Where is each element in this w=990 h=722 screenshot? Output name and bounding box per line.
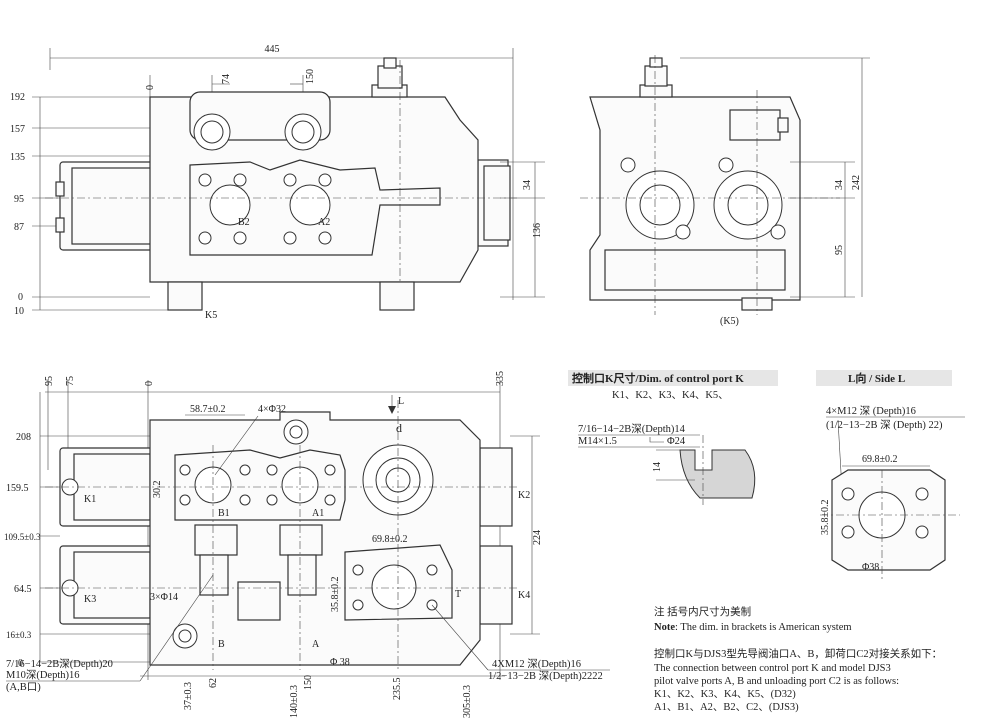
control-port-spotface: Φ24 — [667, 436, 686, 447]
k5-label: K5 — [205, 310, 217, 321]
dim-140: 140±0.3 — [289, 685, 300, 718]
t-label: T — [455, 589, 461, 600]
note-line-5: K1、K2、K3、K4、K5、(D32) — [654, 689, 796, 700]
k5-paren-label: (K5) — [720, 316, 739, 327]
dim-242: 242 — [851, 175, 862, 190]
holes-4x32: 4×Φ32 — [258, 404, 286, 415]
note-line-4: pilot valve ports A, B and unloading por… — [654, 676, 899, 687]
dim-157: 157 — [10, 124, 25, 135]
center-pitch: 69.8±0.2 — [372, 534, 408, 545]
side-l-side-pitch: 35.8±0.2 — [820, 500, 831, 536]
dim-150-b: 150 — [303, 675, 314, 690]
dim-34-r: 34 — [834, 180, 845, 190]
side-l-title: L向 / Side L — [848, 371, 905, 385]
dim-64-5: 64.5 — [14, 584, 32, 595]
dim-136: 136 — [532, 223, 543, 238]
dim-208: 208 — [16, 432, 31, 443]
dim-34: 34 — [522, 180, 533, 190]
notes: 注 括号内尺寸为美制 Note: The dim. in brackets is… — [654, 605, 942, 713]
dim-109-5: 109.5±0.3 — [4, 532, 41, 542]
dim-87: 87 — [14, 222, 24, 233]
control-port-panel: 控制口K尺寸/Dim. of control port K K1、K2、K3、K… — [568, 370, 778, 505]
small-holes-3x14: 3×Φ14 — [150, 592, 178, 603]
dim-0-left: 0 — [18, 292, 23, 303]
dim-150: 150 — [305, 69, 316, 84]
note-cn-2: 控制口K与DJS3型先导阀油口A、B，卸荷口C2对接关系如下： — [654, 647, 942, 660]
side-l-port: Φ38 — [862, 562, 879, 573]
note-label: Note — [654, 622, 675, 633]
port-a2-label: A2 — [318, 217, 330, 228]
control-port-list: K1、K2、K3、K4、K5、 — [612, 390, 729, 401]
control-port-metric: M14×1.5 — [578, 436, 617, 447]
dim-0-b: 0 — [144, 381, 155, 386]
dim-0-b-left: 0 — [18, 658, 23, 669]
dim-0: 0 — [145, 85, 156, 90]
view-arrow-l: L — [398, 396, 404, 407]
side-l-thread-1: 4×M12 深 (Depth)16 — [826, 405, 916, 417]
control-port-thread: 7/16−14−2B深(Depth)14 — [578, 423, 686, 435]
note-line-6: A1、B1、A2、B2、C2、(DJS3) — [654, 702, 799, 713]
dim-75-b: 75 — [65, 376, 76, 386]
spacing-30-2: 30.2 — [152, 481, 163, 499]
bottom-view: 95 75 0 335 208 159.5 109.5±0.3 64.5 16±… — [4, 371, 610, 718]
m12-note-1: 4XM12 深(Depth)16 — [492, 658, 581, 670]
note-en-1: Note: The dim. in brackets is American s… — [654, 622, 852, 633]
dim-235-5: 235.5 — [392, 678, 403, 701]
dim-224: 224 — [532, 530, 543, 545]
a1-label: A1 — [312, 508, 324, 519]
port-dia-38: Φ 38 — [330, 657, 350, 668]
control-port-title: 控制口K尺寸/Dim. of control port K — [572, 371, 744, 385]
dim-192: 192 — [10, 92, 25, 103]
control-port-depth: 14 — [652, 462, 663, 472]
dim-16: 16±0.3 — [6, 630, 32, 640]
thread-note-2: M10深(Depth)16 — [6, 669, 80, 681]
overall-width-dim: 445 — [265, 44, 280, 55]
top-left-view: 445 0 74 150 192 157 135 95 87 0 10 — [10, 44, 545, 321]
dim-335: 335 — [495, 371, 506, 386]
k1-label: K1 — [84, 494, 96, 505]
dim-74: 74 — [221, 74, 232, 84]
dim-305: 305±0.3 — [462, 685, 473, 718]
note-en-1-text: : The dim. in brackets is American syste… — [675, 622, 852, 633]
dim-37: 37±0.3 — [183, 682, 194, 710]
thread-note-1: 7/16−14−2B深(Depth)20 — [6, 658, 113, 670]
side-l-thread-2: (1/2−13−2B 深 (Depth) 22) — [826, 419, 943, 431]
dim-95-r: 95 — [834, 245, 845, 255]
k3-label: K3 — [84, 594, 96, 605]
port-b2-label: B2 — [238, 217, 250, 228]
side-l-pitch: 69.8±0.2 — [862, 454, 898, 465]
dim-95: 95 — [14, 194, 24, 205]
side-l-panel: L向 / Side L 4×M12 深 (Depth)16 (1/2−13−2B… — [816, 370, 965, 580]
note-cn-1: 注 括号内尺寸为美制 — [654, 605, 751, 618]
dim-10: 10 — [14, 306, 24, 317]
top-right-view: (K5) 34 242 95 — [580, 55, 870, 327]
thread-note-3: (A,B口) — [6, 682, 41, 693]
view-mark-d: d — [396, 421, 402, 435]
m12-note-2: 1/2−13−2B 深(Depth)2222 — [488, 670, 603, 682]
k2-label: K2 — [518, 490, 530, 501]
b-label: B — [218, 639, 225, 650]
dim-95-b: 95 — [44, 376, 55, 386]
pitch-58-7: 58.7±0.2 — [190, 404, 226, 415]
b1-label: B1 — [218, 508, 230, 519]
dim-159-5: 159.5 — [6, 483, 29, 494]
note-line-3: The connection between control port K an… — [654, 663, 891, 674]
dim-135: 135 — [10, 152, 25, 163]
a-label: A — [312, 639, 320, 650]
k4-label: K4 — [518, 590, 530, 601]
side-pitch: 35.8±0.2 — [330, 577, 341, 613]
dim-62: 62 — [208, 678, 219, 688]
